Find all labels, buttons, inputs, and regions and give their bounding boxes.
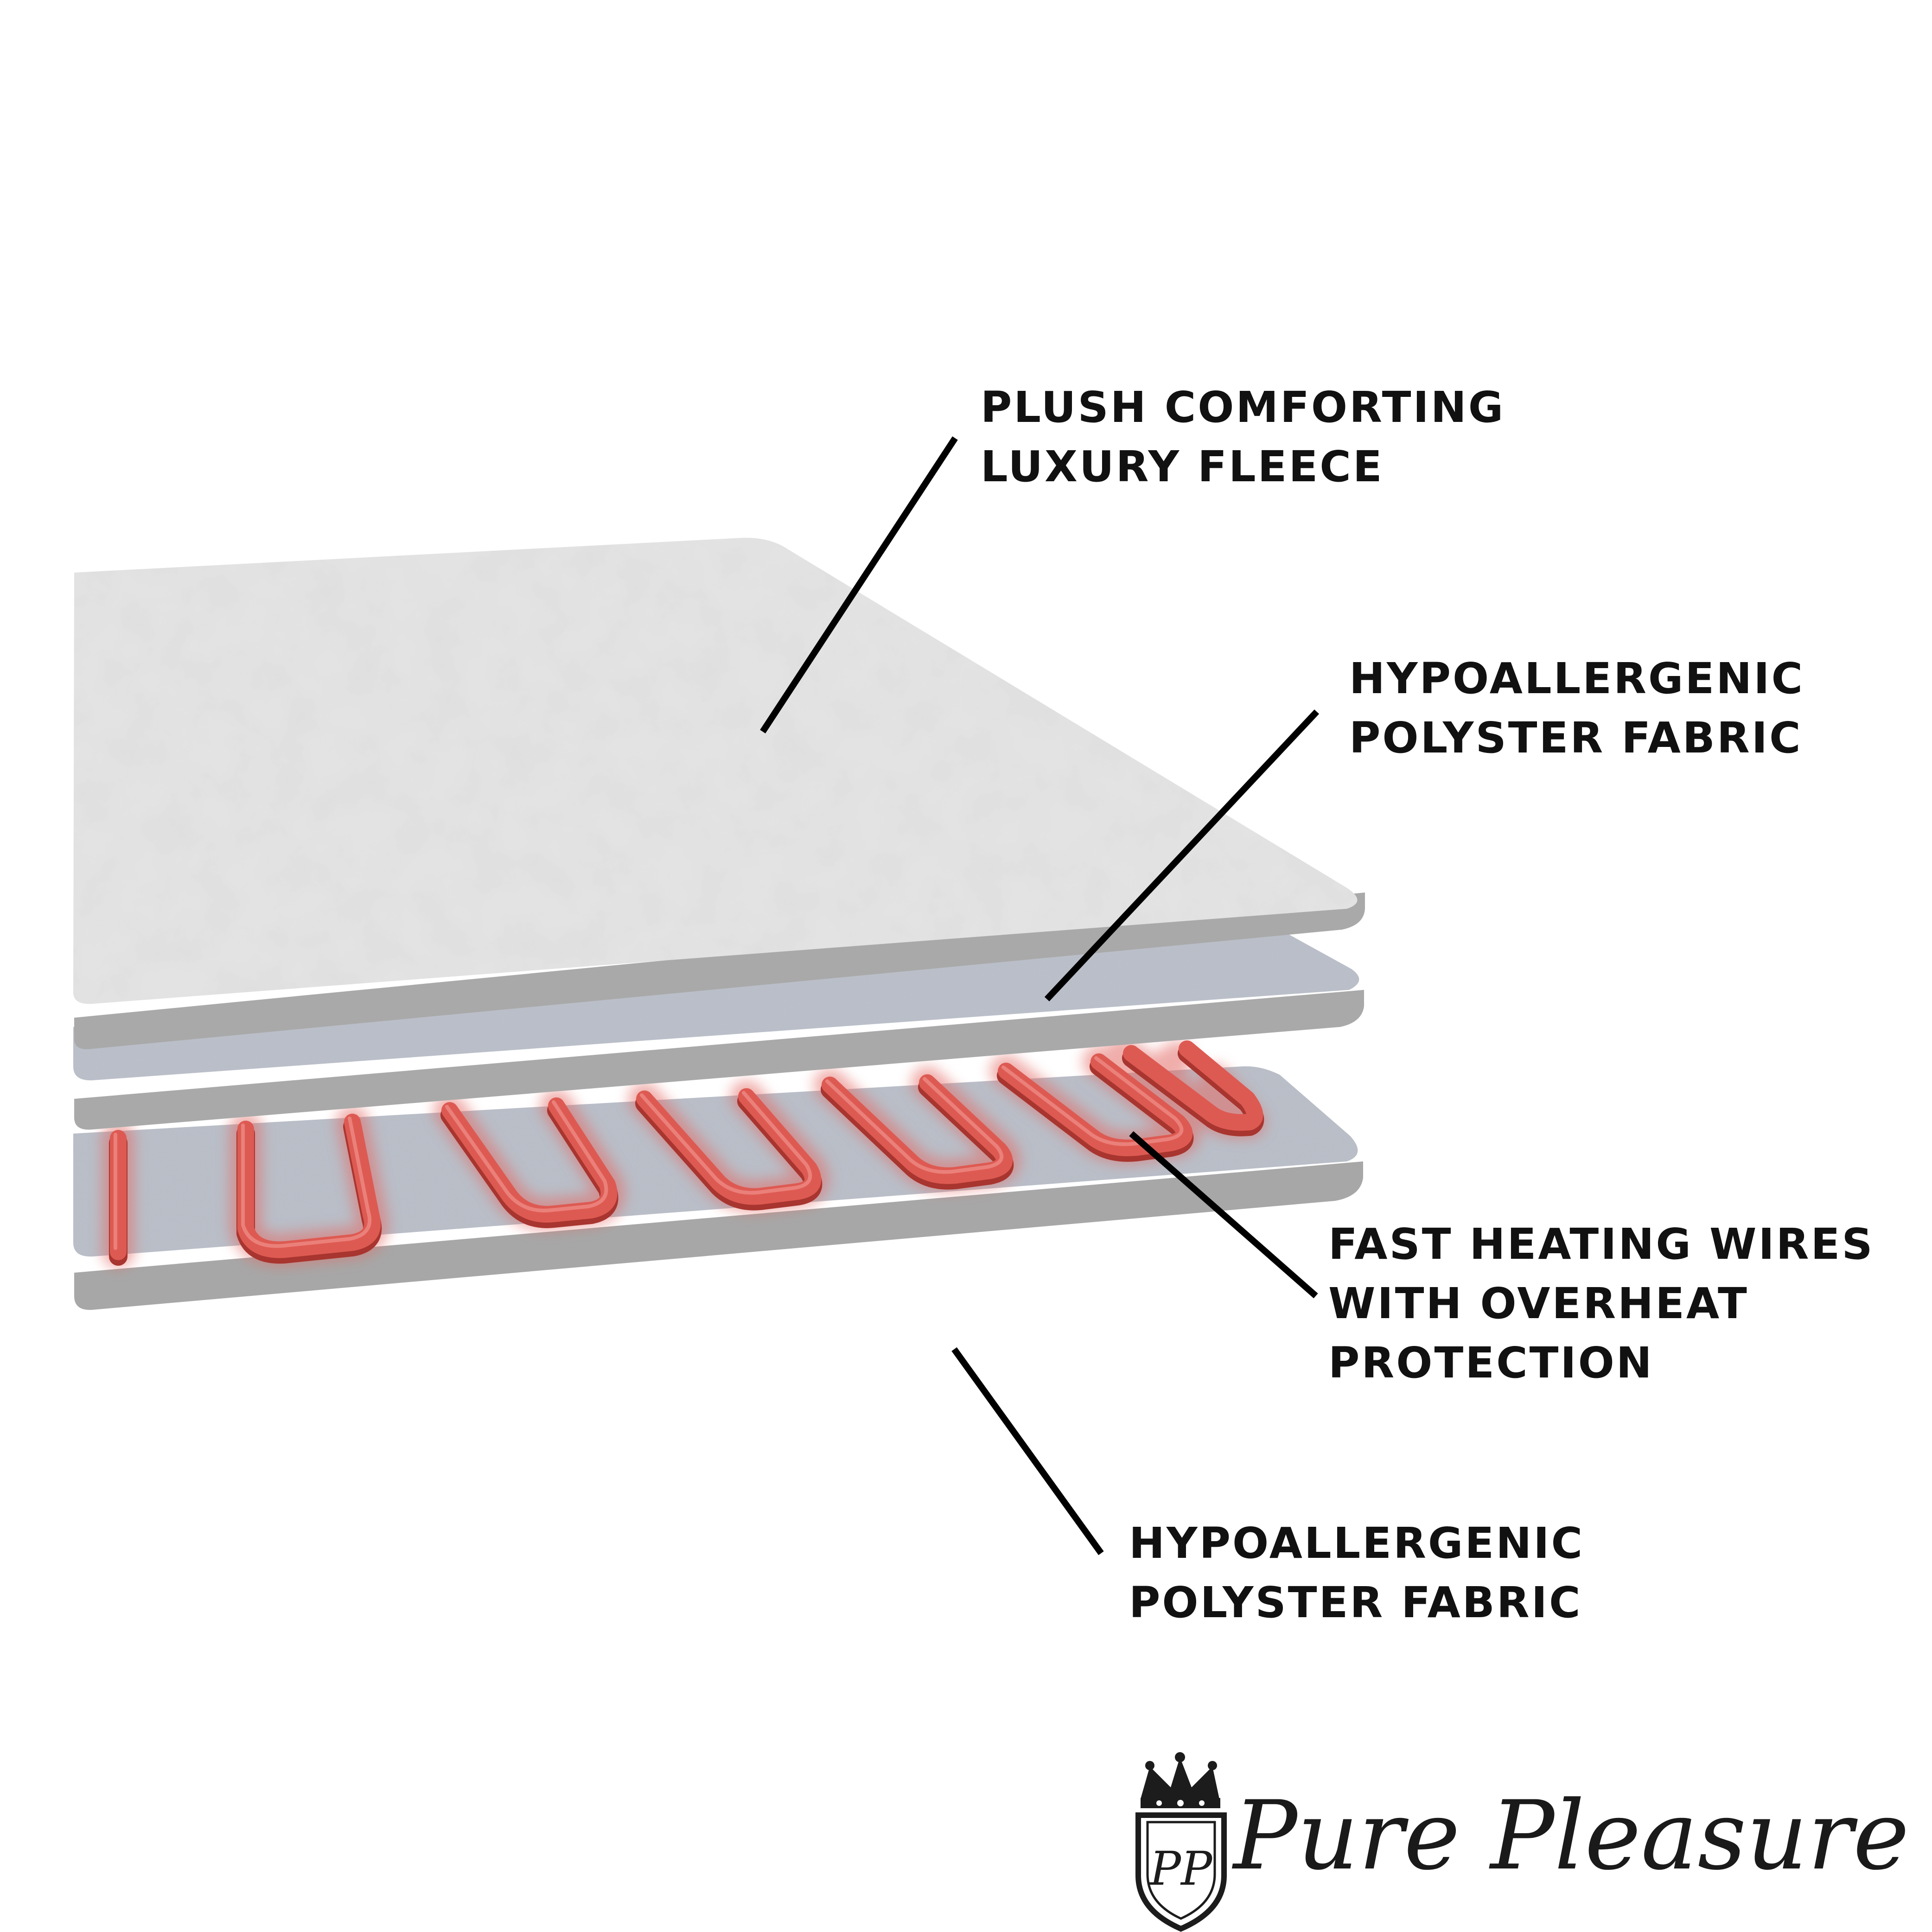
leader-line-upper-fabric [1044,709,1320,1001]
brand-logo-text: Pure Pleasure [1233,1781,1910,1891]
callout-upper-fabric-line-1: HYPOALLERGENIC [1349,654,1805,703]
callout-lower-fabric-line-1: HYPOALLERGENIC [1129,1518,1585,1568]
callout-fleece-line-2: LUXURY FLEECE [981,442,1384,491]
callout-lower-fabric: HYPOALLERGENIC POLYSTER FABRIC [1129,1514,1584,1632]
middle-layer-top [73,922,1359,1081]
leader-line-wires [1129,1131,1318,1299]
top-fleece-layer [73,537,1365,1050]
leader-line-fleece [760,436,958,733]
callout-wires-line-1: FAST HEATING WIRES [1328,1219,1875,1269]
callout-fleece: PLUSH COMFORTING LUXURY FLEECE [981,378,1505,497]
middle-fabric-layer [73,922,1364,1130]
callout-upper-fabric: HYPOALLERGENIC POLYSTER FABRIC [1349,649,1804,768]
bottom-fabric-layer [73,1036,1363,1310]
top-layer-surface [73,537,1358,1004]
callout-wires-line-3: PROTECTION [1328,1338,1654,1388]
leader-line-lower-fabric [951,1347,1104,1556]
callout-wires-line-2: WITH OVERHEAT [1328,1279,1749,1328]
callout-lower-fabric-line-2: POLYSTER FABRIC [1129,1578,1582,1627]
bottom-layer-edge [74,1161,1363,1310]
callout-upper-fabric-line-2: POLYSTER FABRIC [1349,713,1803,763]
callout-wires: FAST HEATING WIRES WITH OVERHEAT PROTECT… [1328,1215,1875,1393]
crown-crest-icon: PP [1135,1752,1227,1932]
leader-lines [760,436,1320,1556]
callout-fleece-line-1: PLUSH COMFORTING [981,383,1505,432]
crest-monogram: PP [1149,1842,1213,1896]
middle-layer-edge [74,990,1364,1130]
